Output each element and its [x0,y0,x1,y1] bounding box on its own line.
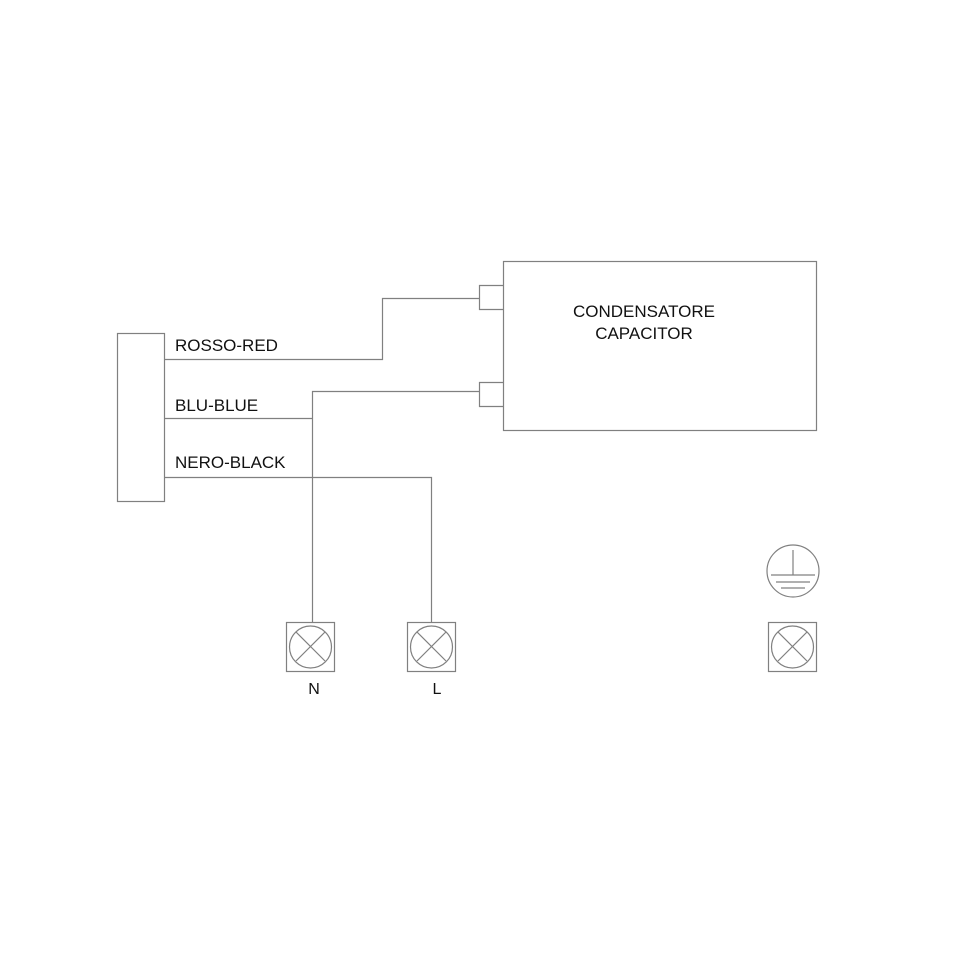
capacitor-box [502,260,818,432]
capacitor-label-line2: CAPACITOR [595,324,693,343]
capacitor-label-line1: CONDENSATORE [572,302,715,321]
capacitor-terminal-upper [478,284,504,311]
motor-connector-block [116,332,166,503]
black-wire [164,476,433,623]
neutral-label: N [308,681,320,698]
capacitor-terminal-lower [478,381,504,408]
red-wire [164,297,480,361]
red-wire-label: ROSSO-RED [175,336,278,355]
terminal-earth [767,621,818,673]
black-wire-label: NERO-BLACK [175,453,286,472]
blue-wire-label: BLU-BLUE [175,396,259,415]
terminal-l [406,621,457,673]
terminal-n [285,621,336,673]
earth-ground-icon [766,544,820,598]
blue-wire-to-capacitor [311,390,480,623]
live-label: L [432,681,442,698]
